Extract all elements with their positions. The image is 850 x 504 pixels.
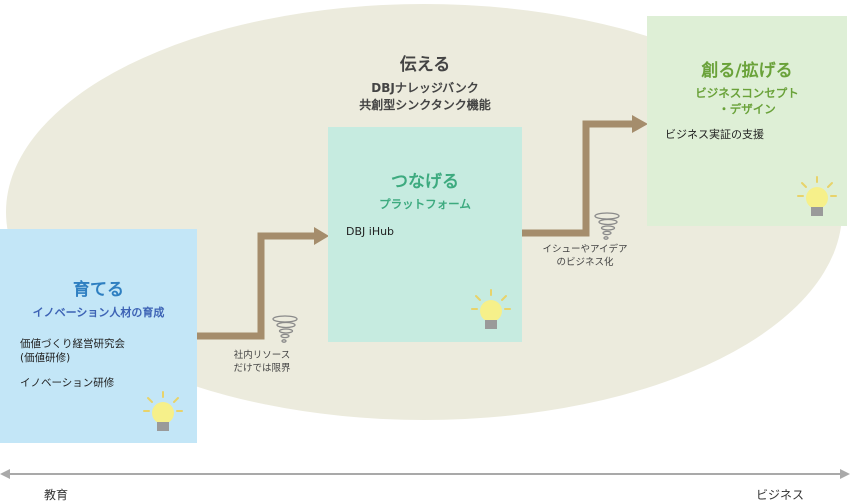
stage-learn-item-2: (価値研修)	[20, 352, 71, 364]
stage-create-title: 創る/拡げる	[701, 61, 793, 81]
stage-connect-subtitle: プラットフォーム	[379, 197, 471, 211]
tornado-icon	[594, 212, 620, 240]
stage-create-box: 創る/拡げる ビジネスコンセプト ・デザイン ビジネス実証の支援	[647, 16, 847, 226]
stage-create-subtitle-1: ビジネスコンセプト	[695, 86, 799, 100]
stage-learn-title: 育てる	[73, 280, 124, 300]
axis-label-left: 教育	[44, 488, 69, 502]
note-issue-line-1: イシューやアイデア	[542, 244, 628, 255]
step-arrow-learn-to-connect	[197, 232, 316, 340]
axis-label-right: ビジネス	[756, 488, 805, 502]
tornado-icon	[272, 315, 298, 343]
hub-line-2: 共創型シンクタンク機能	[359, 98, 491, 112]
double-arrow-icon	[0, 469, 850, 479]
stage-learn-subtitle: イノベーション人材の育成	[32, 306, 165, 319]
step-arrow-head-2	[632, 115, 648, 133]
lightbulb-icon	[797, 176, 837, 216]
stage-connect-item-1: DBJ iHub	[346, 225, 395, 238]
lightbulb-icon	[143, 391, 183, 431]
stage-learn-item-3: イノベーション研修	[20, 377, 115, 389]
stage-learn-box: 育てる イノベーション人材の育成 価値づくり経営研究会 (価値研修) イノベーシ…	[0, 229, 197, 443]
hub-title: 伝える	[399, 55, 451, 75]
note-limit-line-2: だけでは限界	[233, 363, 291, 374]
stage-connect-title: つなげる	[391, 172, 459, 192]
note-issue-line-2: のビジネス化	[556, 257, 614, 268]
stage-create-subtitle-2: ・デザイン	[718, 102, 776, 116]
note-limit-line-1: 社内リソース	[233, 350, 291, 361]
stage-create-item-1: ビジネス実証の支援	[665, 128, 764, 141]
step-arrow-head-1	[314, 227, 329, 245]
stage-learn-item-1: 価値づくり経営研究会	[20, 338, 125, 350]
stage-connect-box: つなげる プラットフォーム DBJ iHub	[328, 127, 522, 342]
hub-line-1: DBJナレッジバンク	[371, 81, 479, 95]
step-arrow-connect-to-create	[522, 120, 634, 237]
lightbulb-icon	[471, 289, 511, 329]
